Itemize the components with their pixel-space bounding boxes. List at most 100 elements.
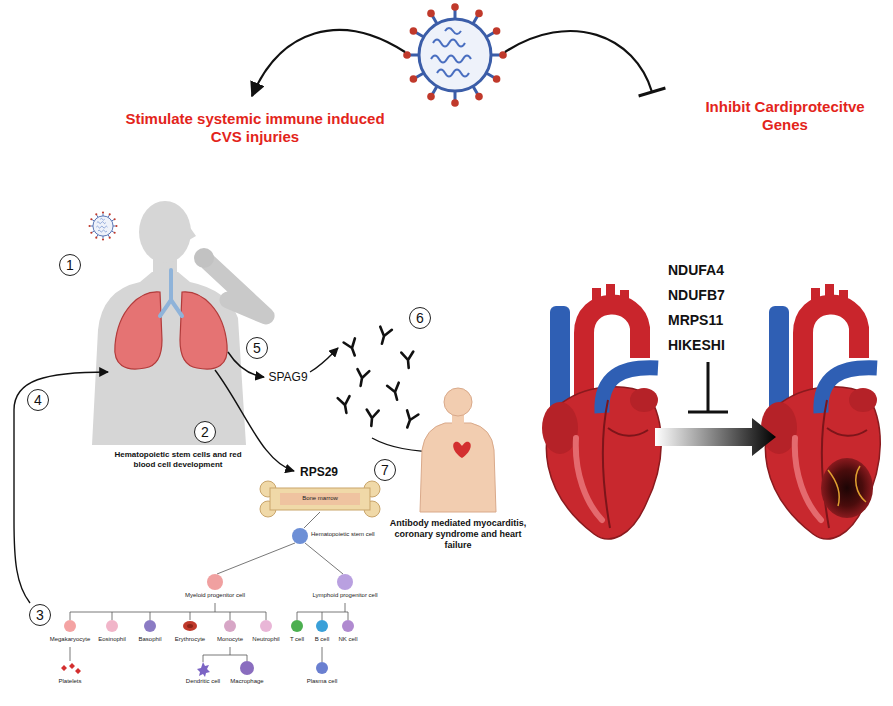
hematopoiesis-tree	[70, 512, 348, 662]
inhibition-line	[688, 362, 728, 412]
cell-label: NK cell	[338, 636, 357, 643]
healthy-heart	[542, 284, 661, 539]
callout-number: 7	[381, 463, 389, 477]
hematopoiesis-tree	[61, 512, 354, 677]
hematopoiesis-tree	[106, 620, 118, 632]
cell-label: Hematopoietic stem cell	[311, 531, 375, 538]
antibodies	[365, 410, 378, 427]
pathway-arrow	[14, 348, 443, 603]
hematopoiesis-tree	[260, 620, 272, 632]
cell-label: Megakaryocyte	[50, 636, 91, 643]
cell-label: Basophil	[138, 636, 161, 643]
callout-number: 4	[34, 393, 42, 407]
cell-label: Dendritic cell	[186, 678, 220, 685]
progression-arrow	[655, 418, 776, 456]
cell-label: Lymphoid progenitor cell	[312, 592, 377, 599]
damaged-heart	[761, 284, 880, 539]
cell-label: Plasma cell	[307, 678, 338, 685]
pathway-arrow	[252, 30, 405, 96]
callout-circle: 2	[194, 421, 216, 443]
antibodies	[376, 327, 392, 346]
patient-figure	[444, 388, 472, 416]
cell-label: B cell	[315, 636, 330, 643]
callout-circle: 5	[246, 337, 268, 359]
gene-name: HIKESHI	[668, 337, 725, 354]
damaged-heart	[821, 458, 873, 518]
figure-caption: Hematopoietic stem cells and red blood c…	[108, 450, 248, 469]
small-virus	[88, 211, 117, 240]
bone-illustration	[260, 481, 380, 517]
coughing-person	[194, 248, 214, 268]
gene-name: RPS29	[300, 465, 338, 479]
bone-illustration	[270, 488, 370, 510]
hematopoiesis-tree	[292, 528, 308, 544]
antibodies	[344, 338, 361, 357]
bone-illustration	[280, 493, 360, 505]
hematopoiesis-tree	[197, 662, 210, 677]
damaged-heart	[761, 284, 880, 539]
hematopoiesis-tree	[316, 620, 328, 632]
cell-label: Eosinophil	[98, 636, 126, 643]
callout-number: 6	[416, 311, 424, 325]
hematopoiesis-tree	[207, 574, 223, 590]
cell-label: Platelets	[58, 678, 81, 685]
callout-number: 2	[201, 425, 209, 439]
hematopoiesis-tree	[342, 620, 354, 632]
healthy-heart	[542, 284, 661, 539]
hematopoiesis-tree	[183, 621, 197, 631]
hematopoiesis-tree	[316, 662, 328, 674]
antibodies	[402, 410, 419, 429]
cell-label: Erythrocyte	[175, 636, 205, 643]
gene-name: NDUFA4	[668, 262, 724, 279]
pathway-arrow	[310, 348, 338, 372]
part-label: Bone marrow	[302, 495, 338, 502]
coughing-person	[189, 226, 196, 240]
lungs	[180, 292, 227, 369]
callout-circle: 4	[27, 389, 49, 411]
hematopoiesis-tree	[240, 661, 254, 675]
virus-illustration	[403, 3, 507, 107]
section-heading: Inhibit Cardiprotecitve Genes	[682, 98, 888, 134]
callout-number: 1	[66, 258, 74, 272]
coughing-person	[139, 201, 191, 263]
inhibition-line	[639, 88, 666, 96]
lungs	[160, 270, 182, 316]
lungs	[115, 270, 227, 369]
antibodies	[338, 396, 353, 414]
antibodies	[355, 369, 370, 387]
cell-label: Macrophage	[230, 678, 263, 685]
antibodies	[338, 327, 419, 430]
progression-arrow	[655, 418, 776, 456]
coughing-person	[208, 262, 266, 316]
antibodies	[401, 352, 414, 369]
pathway-arrow	[14, 372, 108, 603]
hematopoiesis-tree	[291, 620, 303, 632]
hematopoiesis-tree	[187, 624, 193, 628]
hematopoiesis-tree	[61, 663, 81, 674]
callout-circle: 7	[374, 459, 396, 481]
hematopoiesis-tree	[224, 620, 236, 632]
lungs	[115, 292, 162, 369]
inhibition-line	[688, 362, 728, 412]
gene-name: NDUFB7	[668, 287, 725, 304]
patient-figure	[420, 388, 496, 512]
small-virus	[88, 211, 117, 240]
callout-circle: 1	[59, 254, 81, 276]
pathway-arrow	[252, 30, 405, 96]
gene-name: SPAG9	[268, 370, 307, 384]
callout-circle: 3	[29, 604, 51, 626]
section-heading: Stimulate systemic immune induced CVS in…	[110, 110, 400, 146]
cell-label: Monocyte	[217, 636, 243, 643]
patient-figure	[453, 442, 471, 458]
callout-number: 3	[36, 608, 44, 622]
cell-label: Myeloid progenitor cell	[185, 592, 245, 599]
inhibition-line	[505, 31, 665, 96]
inhibition-line	[505, 31, 652, 92]
virus-illustration	[403, 3, 507, 107]
damaged-heart	[828, 466, 866, 506]
gene-name: MRPS11	[668, 312, 723, 329]
hematopoiesis-tree	[337, 574, 353, 590]
cell-label: Neutrophil	[252, 636, 279, 643]
cell-label: T cell	[290, 636, 304, 643]
